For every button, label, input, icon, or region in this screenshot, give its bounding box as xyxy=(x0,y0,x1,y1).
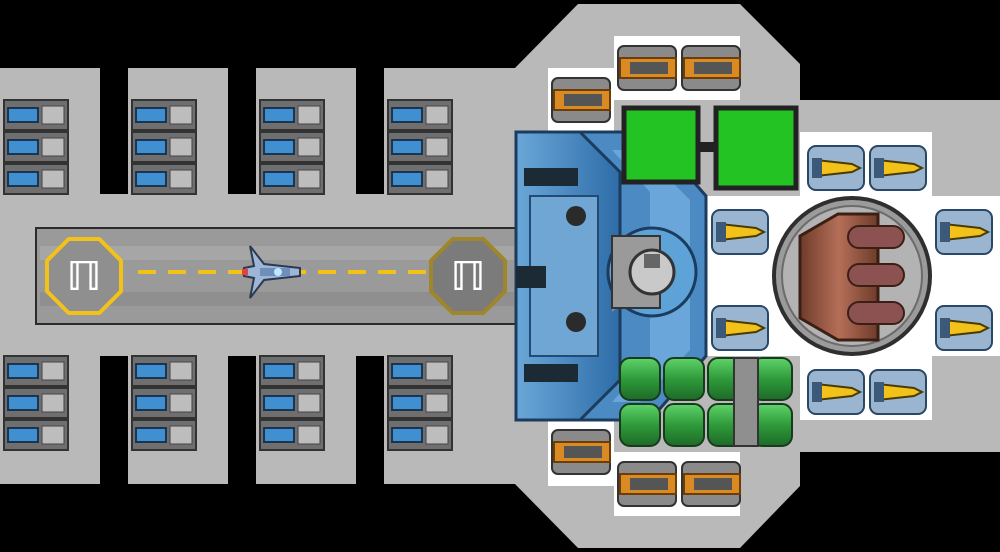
crew-bay[interactable] xyxy=(131,387,197,419)
orange-turret[interactable] xyxy=(617,461,677,507)
crew-bay[interactable] xyxy=(131,99,197,131)
crew-bay[interactable] xyxy=(131,131,197,163)
crew-bay[interactable] xyxy=(387,99,453,131)
runway-stripe xyxy=(378,270,396,274)
runway-stripe xyxy=(348,270,366,274)
crew-bay[interactable] xyxy=(3,131,69,163)
crew-bay[interactable] xyxy=(387,387,453,419)
blue-turret[interactable] xyxy=(807,145,865,191)
blue-turret[interactable] xyxy=(869,145,927,191)
crew-bay[interactable] xyxy=(131,355,197,387)
crew-bay[interactable] xyxy=(259,419,325,451)
runway-stripe xyxy=(168,270,186,274)
crew-bay[interactable] xyxy=(3,163,69,195)
runway-stripe xyxy=(318,270,336,274)
runway-stripe xyxy=(408,270,426,274)
landing-pad-left[interactable]: ℿ xyxy=(45,237,123,315)
pad-glyph: ℿ xyxy=(67,254,102,300)
crew-bay[interactable] xyxy=(3,387,69,419)
landing-pad-right[interactable]: ℿ xyxy=(429,237,507,315)
blue-turret[interactable] xyxy=(935,209,993,255)
orange-turret[interactable] xyxy=(551,77,611,123)
docked-fighter[interactable] xyxy=(242,245,301,299)
crew-bay[interactable] xyxy=(259,131,325,163)
orange-turret[interactable] xyxy=(681,461,741,507)
orange-turret[interactable] xyxy=(617,45,677,91)
crew-bay[interactable] xyxy=(387,163,453,195)
crew-bay[interactable] xyxy=(387,419,453,451)
crew-bay[interactable] xyxy=(259,99,325,131)
orange-turret[interactable] xyxy=(681,45,741,91)
blue-turret[interactable] xyxy=(711,305,769,351)
cargo-pods[interactable] xyxy=(621,105,799,191)
runway-stripe xyxy=(228,270,246,274)
crew-bay[interactable] xyxy=(259,355,325,387)
crew-bay[interactable] xyxy=(3,99,69,131)
crew-bay[interactable] xyxy=(131,419,197,451)
blue-turret[interactable] xyxy=(935,305,993,351)
reactor-core[interactable] xyxy=(772,196,932,356)
crew-bay[interactable] xyxy=(131,163,197,195)
crew-bay[interactable] xyxy=(387,355,453,387)
sensor-dome[interactable] xyxy=(606,226,698,318)
blue-turret[interactable] xyxy=(869,369,927,415)
fuel-tanks[interactable] xyxy=(619,357,793,447)
crew-bay[interactable] xyxy=(259,163,325,195)
blue-turret[interactable] xyxy=(711,209,769,255)
orange-turret[interactable] xyxy=(551,429,611,475)
runway-stripe xyxy=(138,270,156,274)
blue-turret[interactable] xyxy=(807,369,865,415)
runway-stripe xyxy=(198,270,216,274)
pad-glyph: ℿ xyxy=(451,254,486,300)
crew-bay[interactable] xyxy=(387,131,453,163)
crew-bay[interactable] xyxy=(3,419,69,451)
crew-bay[interactable] xyxy=(3,355,69,387)
crew-bay[interactable] xyxy=(259,387,325,419)
